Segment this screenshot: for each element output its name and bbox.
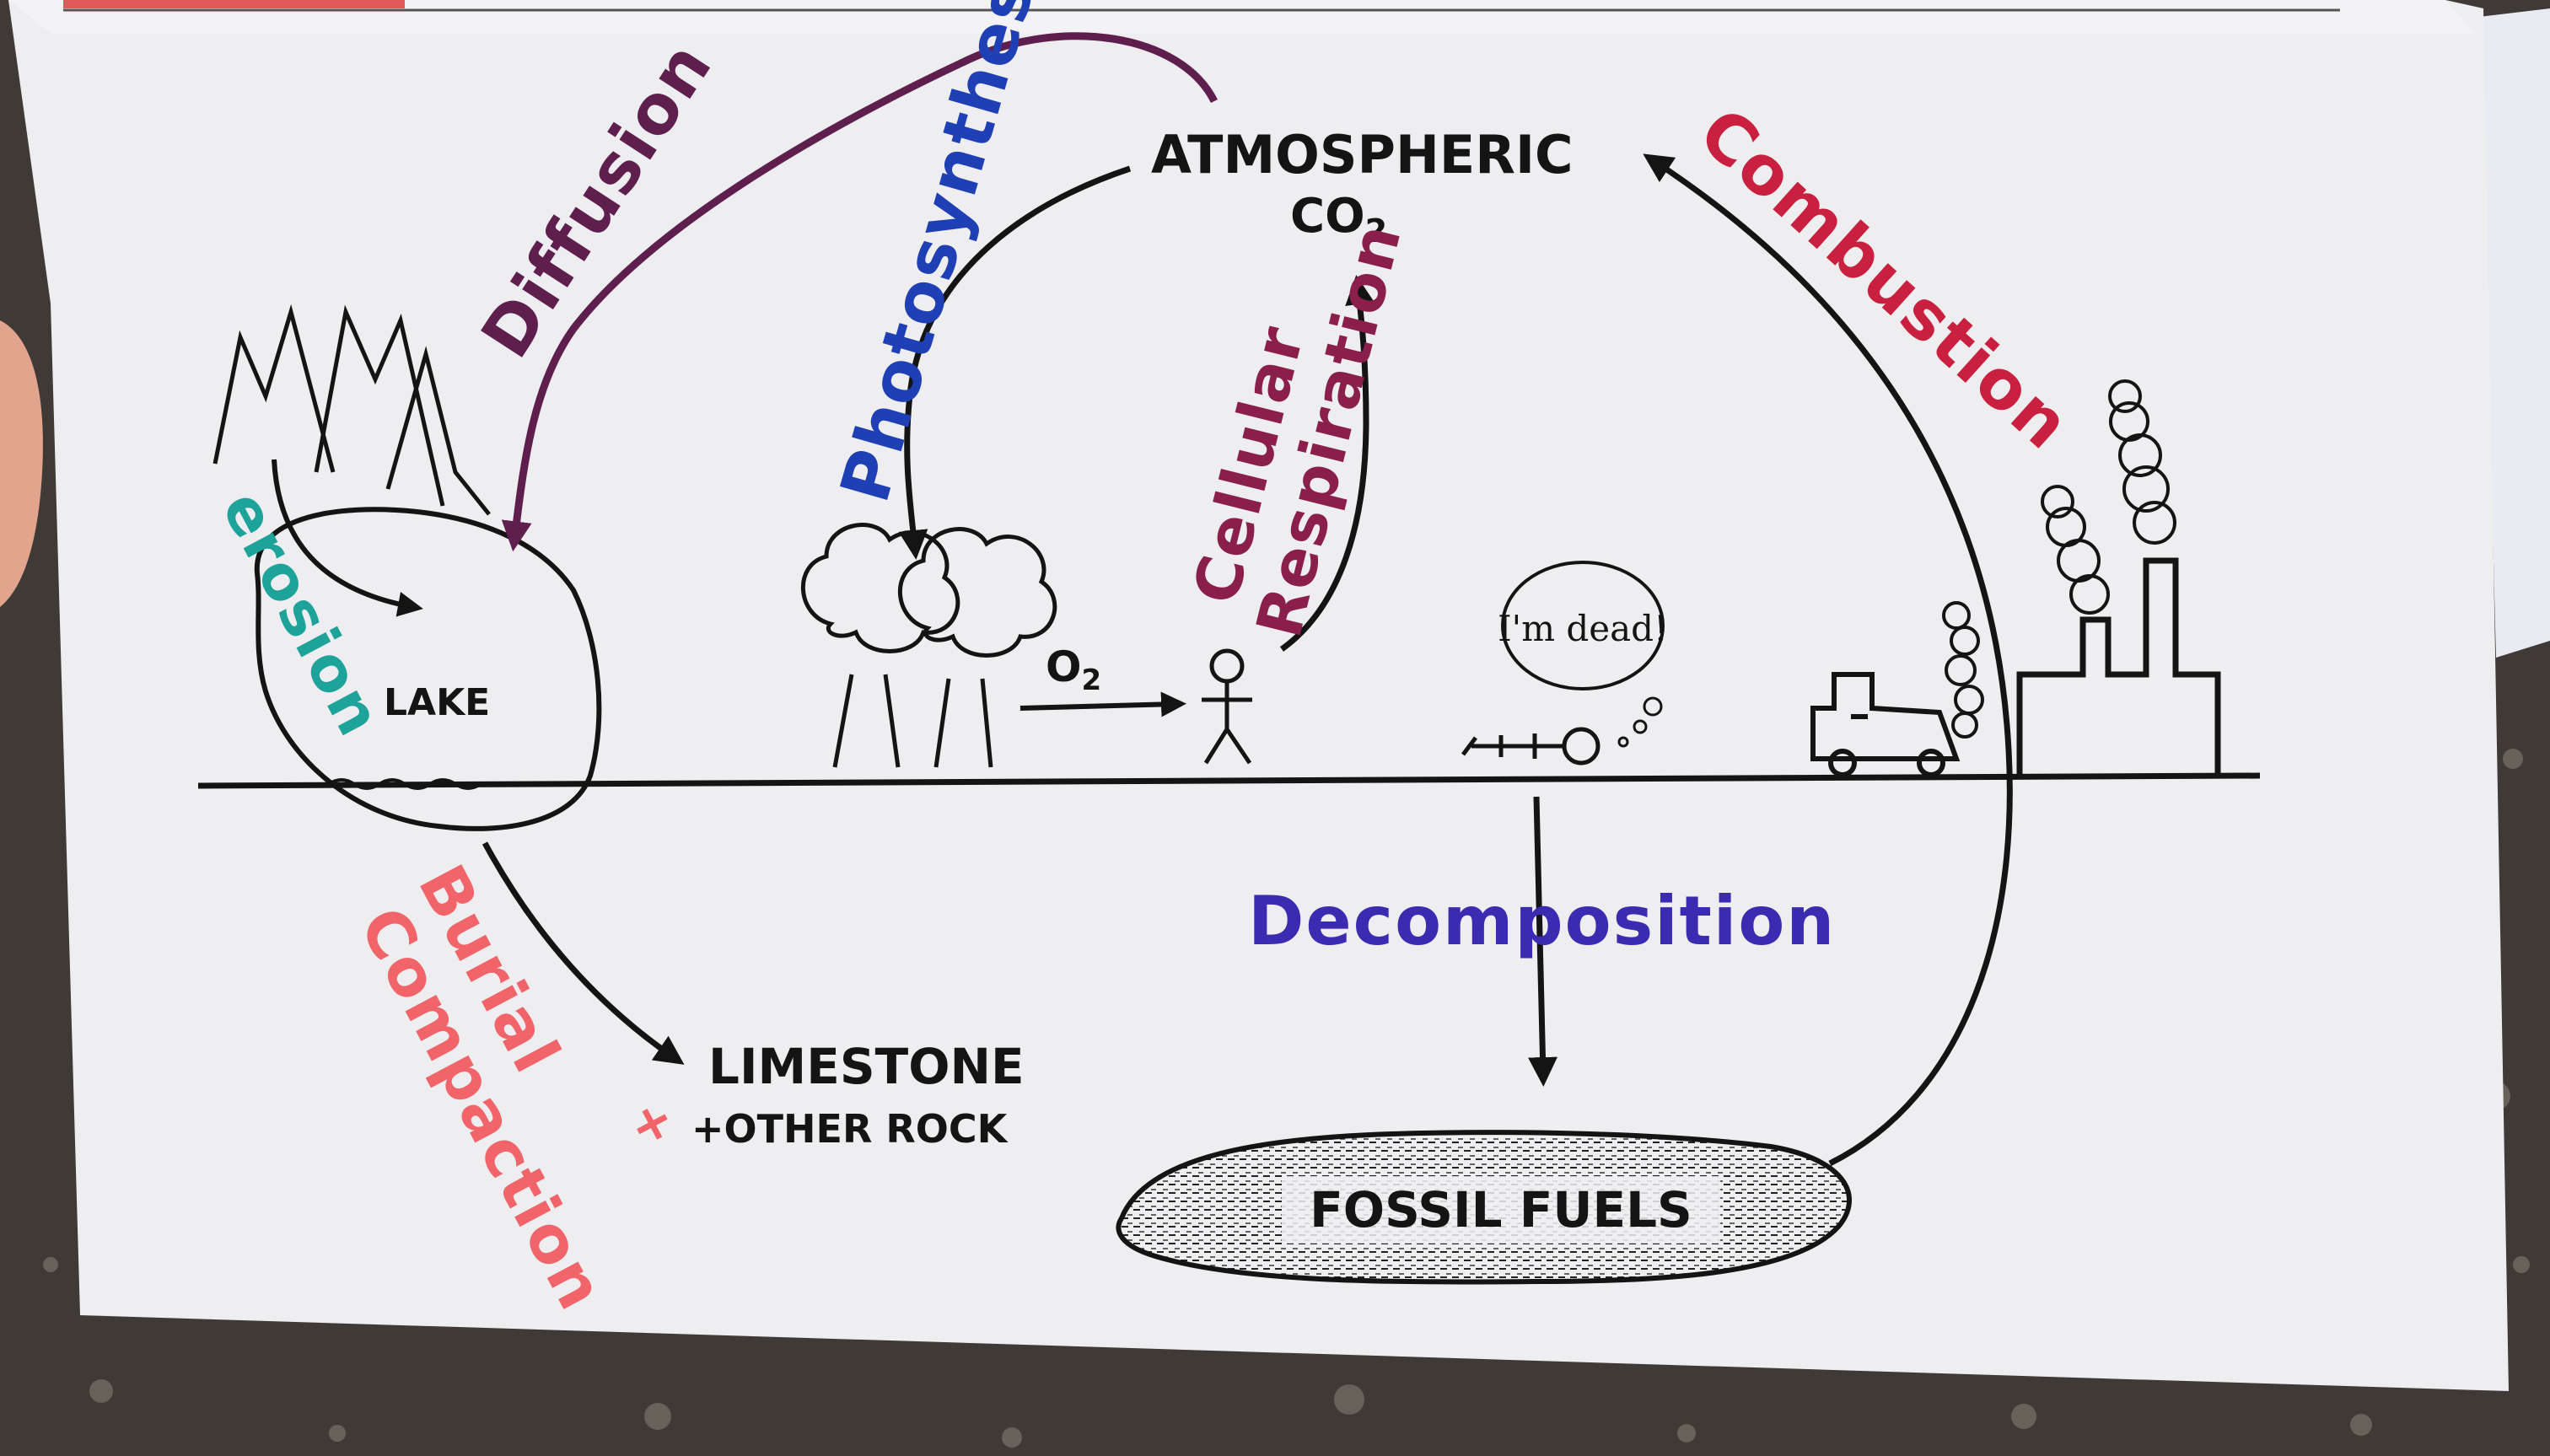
respiration-arrow bbox=[1279, 275, 1375, 652]
finger bbox=[0, 320, 43, 607]
factory-icon bbox=[2016, 557, 2221, 776]
decomposition-label: Decomposition bbox=[1248, 882, 1836, 960]
co2-label: CO2 bbox=[1290, 189, 1387, 250]
diffusion-arrow bbox=[501, 32, 1219, 552]
factory-smoke-icon bbox=[2041, 379, 2176, 615]
o2-arrow bbox=[1019, 691, 1186, 717]
combustion-arrow bbox=[1643, 153, 2013, 1167]
limestone-label: LIMESTONE bbox=[708, 1038, 1025, 1095]
speech-bubble bbox=[1501, 561, 1665, 690]
photosynthesis-arrow bbox=[898, 165, 1132, 560]
lake-outline bbox=[254, 507, 602, 831]
erosion-arrow bbox=[272, 459, 423, 617]
dead-creature-icon bbox=[1461, 727, 1600, 766]
burial-arrow bbox=[481, 841, 685, 1065]
decomposition-arrow bbox=[1527, 796, 1557, 1087]
person-icon bbox=[1202, 648, 1252, 765]
ground-line bbox=[197, 772, 2261, 789]
fossil-fuels-label: FOSSIL FUELS bbox=[1310, 1181, 1692, 1238]
speech-text: I'm dead! bbox=[1498, 608, 1668, 649]
lake-water-waves bbox=[327, 778, 482, 790]
mountains-icon bbox=[212, 304, 491, 516]
trees-icon bbox=[801, 523, 1057, 768]
paper-fold bbox=[8, 0, 2475, 34]
truck-icon bbox=[1810, 672, 1961, 777]
other-rock-label: +OTHER ROCK bbox=[691, 1106, 1009, 1152]
fossil-fuels-label-bg bbox=[1282, 1176, 1720, 1244]
lake-label: LAKE bbox=[384, 681, 490, 724]
o2-label: O2 bbox=[1046, 642, 1101, 697]
thought-dot-2 bbox=[1633, 719, 1648, 734]
notebook-page bbox=[2479, 8, 2550, 658]
truck-exhaust-icon bbox=[1942, 601, 1984, 739]
paper-sheet bbox=[8, 0, 2509, 1391]
thought-dot-1 bbox=[1643, 696, 1663, 717]
atmospheric-label: ATMOSPHERIC bbox=[1151, 124, 1574, 185]
thought-dot-3 bbox=[1617, 736, 1629, 748]
top-red-mark bbox=[63, 0, 405, 8]
